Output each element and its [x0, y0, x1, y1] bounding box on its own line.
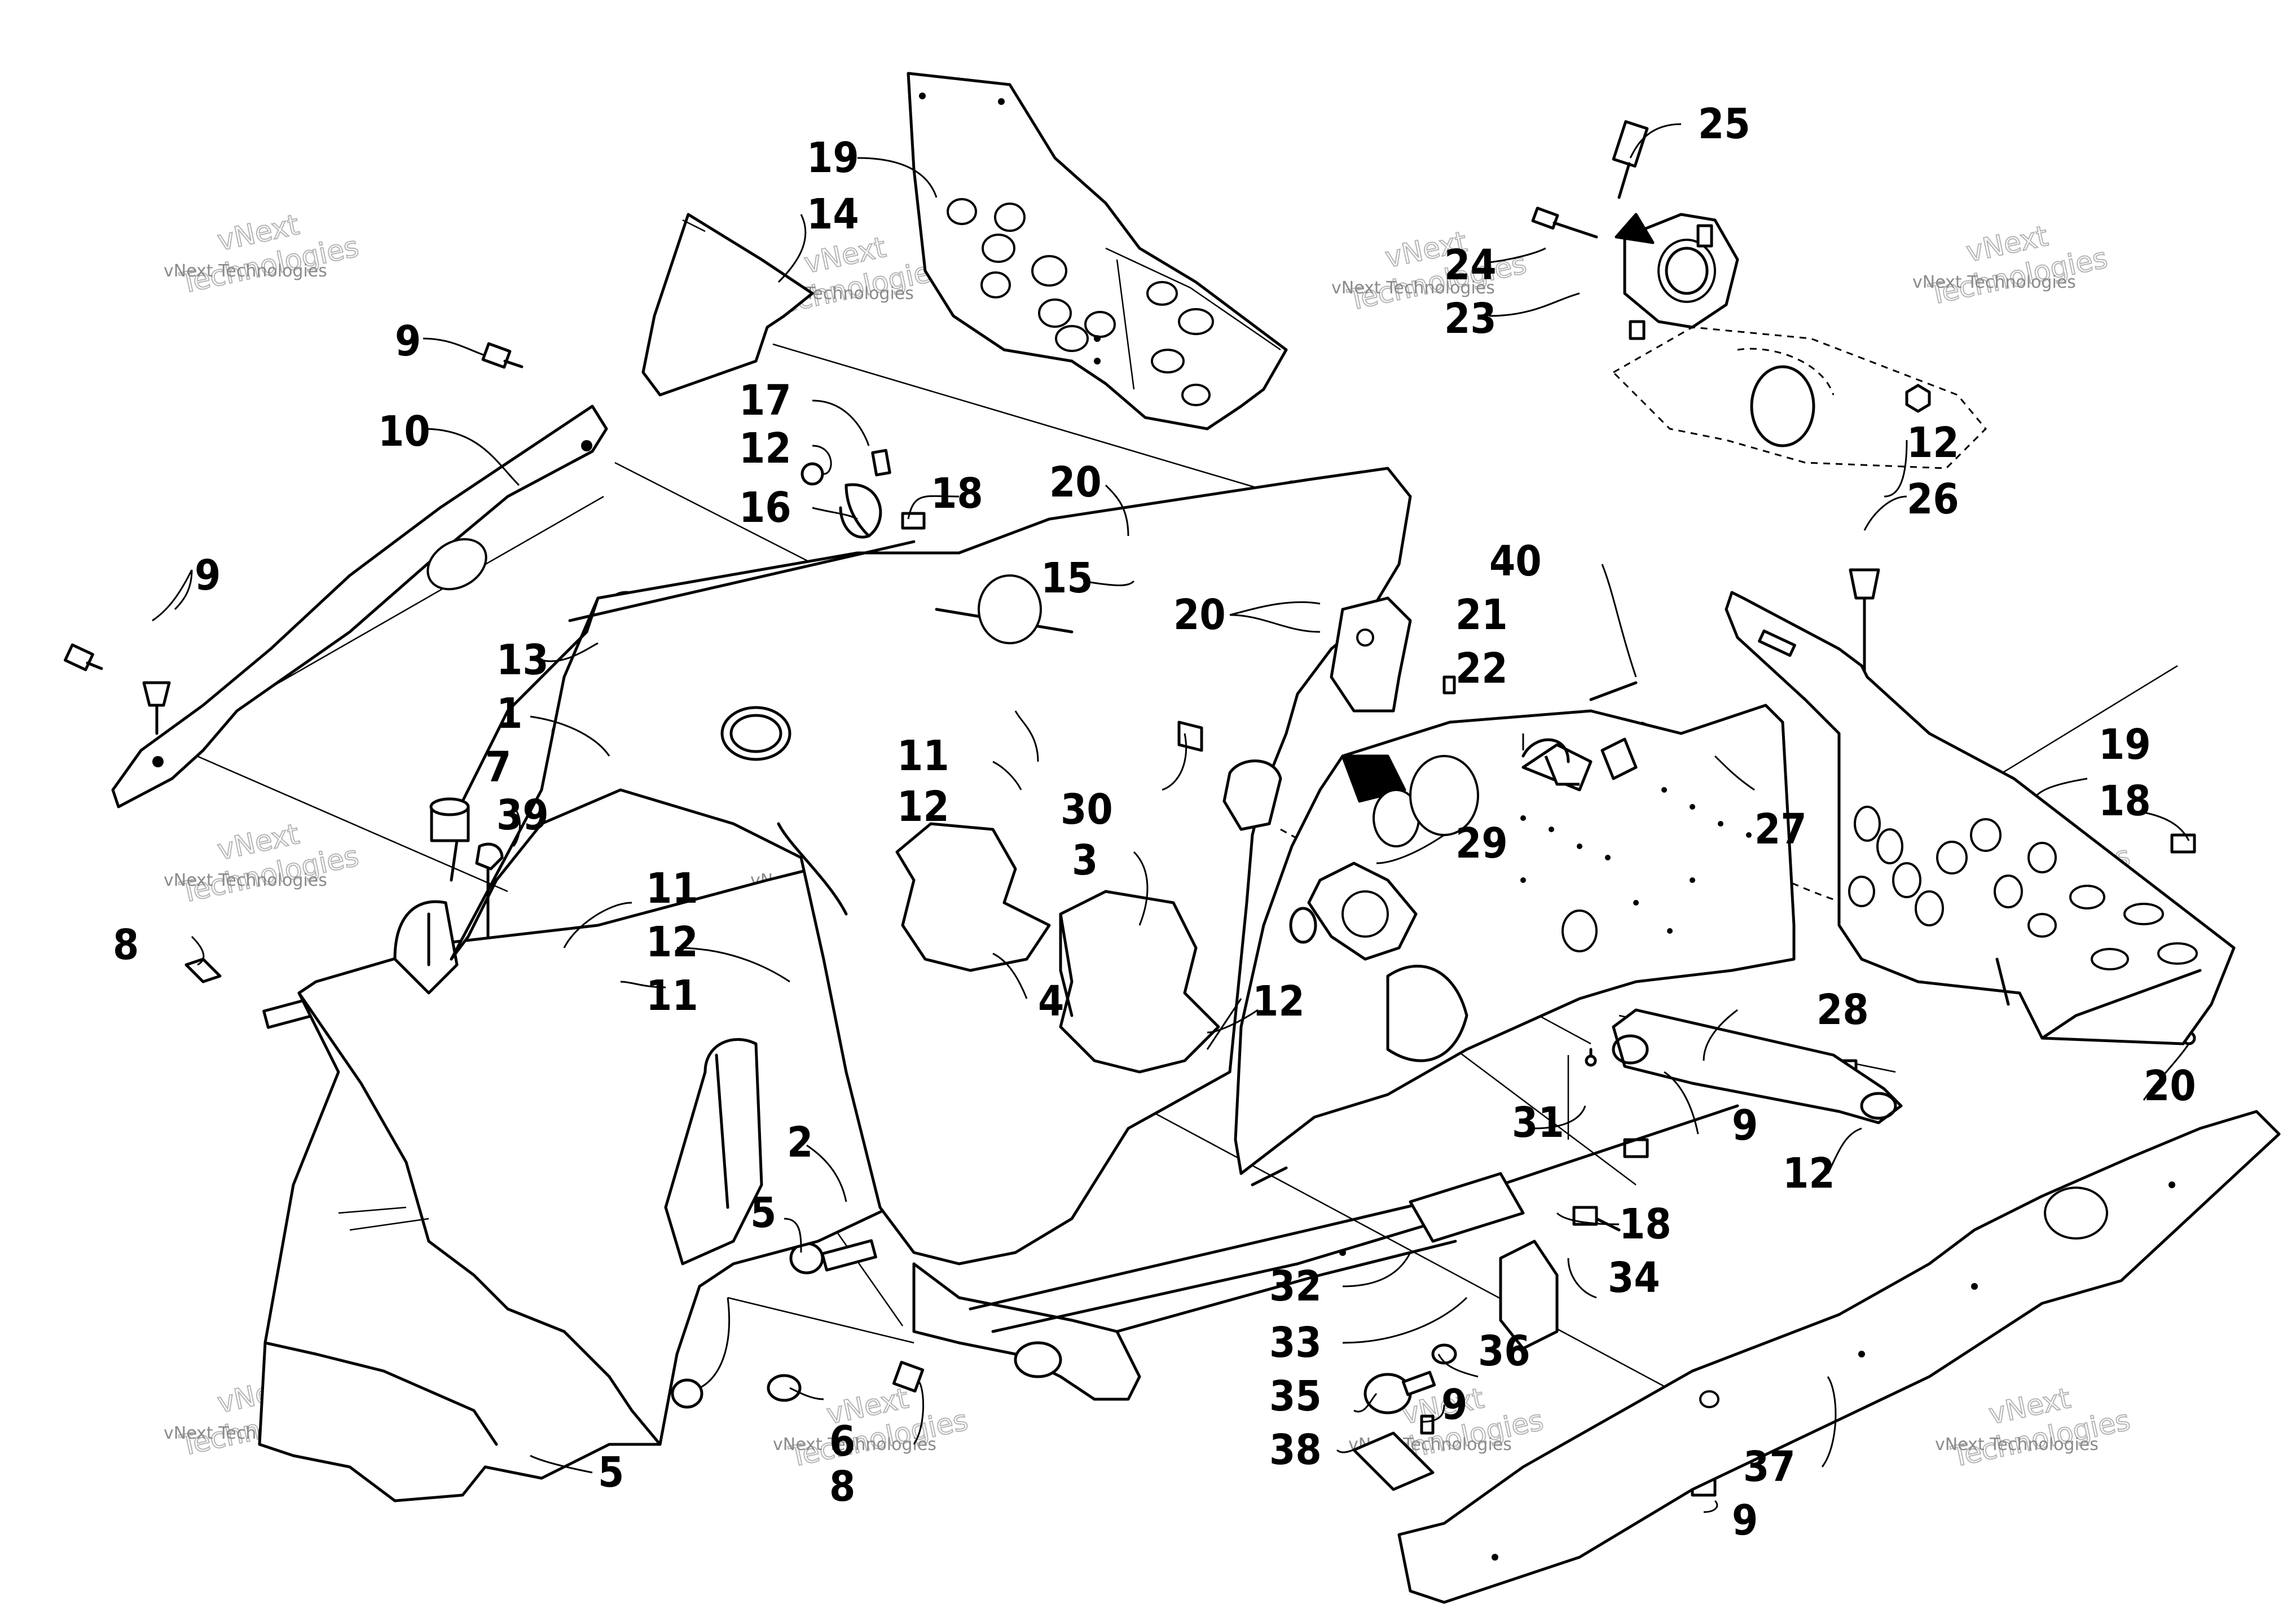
watermark: vNext Technologies vNext Technologies — [1331, 225, 1530, 318]
callout-30: 30 — [1061, 785, 1113, 834]
part-10-top-rail — [111, 405, 608, 808]
callout-19: 19 — [807, 134, 859, 182]
callout-11: 11 — [897, 732, 949, 780]
callout-5: 5 — [750, 1189, 776, 1237]
callout-labels: 19 14 25 24 23 12 26 9 10 17 12 16 18 20… — [113, 100, 2196, 1545]
watermark: vNext Technologies vNext Technologies — [164, 817, 362, 910]
part-19-right-panel — [1725, 591, 2236, 1045]
part-28-arm — [1612, 1008, 1903, 1124]
callout-25: 25 — [1698, 100, 1750, 148]
callout-18: 18 — [931, 469, 983, 518]
callout-37: 37 — [1743, 1443, 1796, 1491]
callout-2: 2 — [787, 1118, 813, 1167]
callout-leaders — [152, 123, 2190, 1513]
callout-16: 16 — [739, 484, 791, 532]
callout-4: 4 — [1038, 977, 1064, 1026]
callout-11: 11 — [646, 864, 698, 913]
callout-40: 40 — [1489, 537, 1542, 586]
watermark: vNext Technologies vNext Technologies — [164, 208, 362, 301]
part-30-bushing — [1177, 720, 1282, 831]
callout-20: 20 — [1049, 458, 1102, 507]
callout-14: 14 — [807, 190, 859, 239]
callout-38: 38 — [1269, 1426, 1322, 1474]
callout-9: 9 — [1732, 1101, 1758, 1150]
watermark-small: vNext Technologies — [1331, 278, 1495, 298]
callout-18: 18 — [1619, 1200, 1672, 1249]
callout-24: 24 — [1444, 241, 1497, 289]
callout-21: 21 — [1455, 591, 1508, 639]
callout-12: 12 — [1252, 977, 1305, 1026]
callout-11: 11 — [646, 972, 698, 1020]
callout-29: 29 — [1455, 819, 1508, 868]
callout-17: 17 — [739, 376, 791, 425]
part-7-bumper — [429, 797, 470, 842]
part-3-cover — [1059, 890, 1220, 1074]
callout-12: 12 — [739, 424, 791, 473]
watermark-small: vNext Technologies — [164, 871, 327, 890]
callout-3: 3 — [1072, 836, 1098, 885]
callout-33: 33 — [1269, 1319, 1322, 1367]
callout-9: 9 — [195, 551, 221, 600]
watermark: vNext Technologies vNext Technologies — [1912, 219, 2111, 312]
callout-18: 18 — [2099, 777, 2151, 825]
callout-12: 12 — [646, 918, 698, 966]
watermark-small: vNext Technologies — [164, 261, 327, 281]
callout-1: 1 — [496, 689, 522, 738]
part-14-shield — [641, 213, 814, 397]
callout-5: 5 — [598, 1448, 624, 1497]
callout-19: 19 — [2099, 720, 2151, 769]
callout-12: 12 — [1907, 419, 1959, 467]
callout-10: 10 — [378, 407, 430, 456]
callout-8: 8 — [829, 1462, 855, 1511]
callout-13: 13 — [496, 636, 549, 684]
callout-32: 32 — [1269, 1262, 1322, 1311]
callout-26: 26 — [1907, 475, 1959, 524]
callout-15: 15 — [1041, 554, 1093, 603]
callout-27: 27 — [1754, 805, 1807, 854]
callout-28: 28 — [1816, 986, 1869, 1034]
part-37-lower-rail — [1397, 1110, 2281, 1604]
callout-31: 31 — [1512, 1098, 1564, 1147]
part-39-clip — [475, 842, 504, 938]
part-4-cover — [895, 822, 1051, 972]
part-29-plate — [1289, 862, 1418, 961]
callout-35: 35 — [1269, 1372, 1322, 1421]
watermark-small: vNext Technologies — [773, 1435, 936, 1455]
callout-9: 9 — [1732, 1496, 1758, 1545]
part-21-plate — [1330, 596, 1412, 713]
part-23-steering-bracket — [1531, 120, 1987, 469]
callout-9: 9 — [1441, 1381, 1467, 1429]
callout-34: 34 — [1608, 1254, 1660, 1302]
part-32-plate — [1409, 1172, 1525, 1243]
callout-9: 9 — [395, 317, 421, 366]
part-35-knob — [1363, 1370, 1436, 1414]
watermark: vNext Technologies vNext Technologies — [1935, 1381, 2134, 1474]
callout-12: 12 — [1783, 1149, 1835, 1198]
part-33-clamp — [1499, 1240, 1559, 1350]
part-19-top-panel — [907, 72, 1288, 430]
part-26-pin — [1849, 568, 1880, 679]
watermark-small: vNext Technologies — [1935, 1435, 2099, 1455]
callout-12: 12 — [897, 783, 949, 831]
callout-22: 22 — [1455, 644, 1508, 693]
callout-20: 20 — [2144, 1062, 2196, 1110]
callout-39: 39 — [496, 791, 549, 840]
callout-36: 36 — [1478, 1327, 1530, 1376]
part-40-tunnel-panel — [1234, 681, 1796, 1175]
callout-7: 7 — [485, 743, 511, 792]
callout-23: 23 — [1444, 295, 1497, 343]
part-36-washer — [1431, 1343, 1457, 1365]
callout-6: 6 — [829, 1417, 855, 1466]
callout-8: 8 — [113, 921, 139, 969]
watermark-small: vNext Technologies — [1912, 273, 2076, 292]
callout-20: 20 — [1173, 591, 1226, 639]
